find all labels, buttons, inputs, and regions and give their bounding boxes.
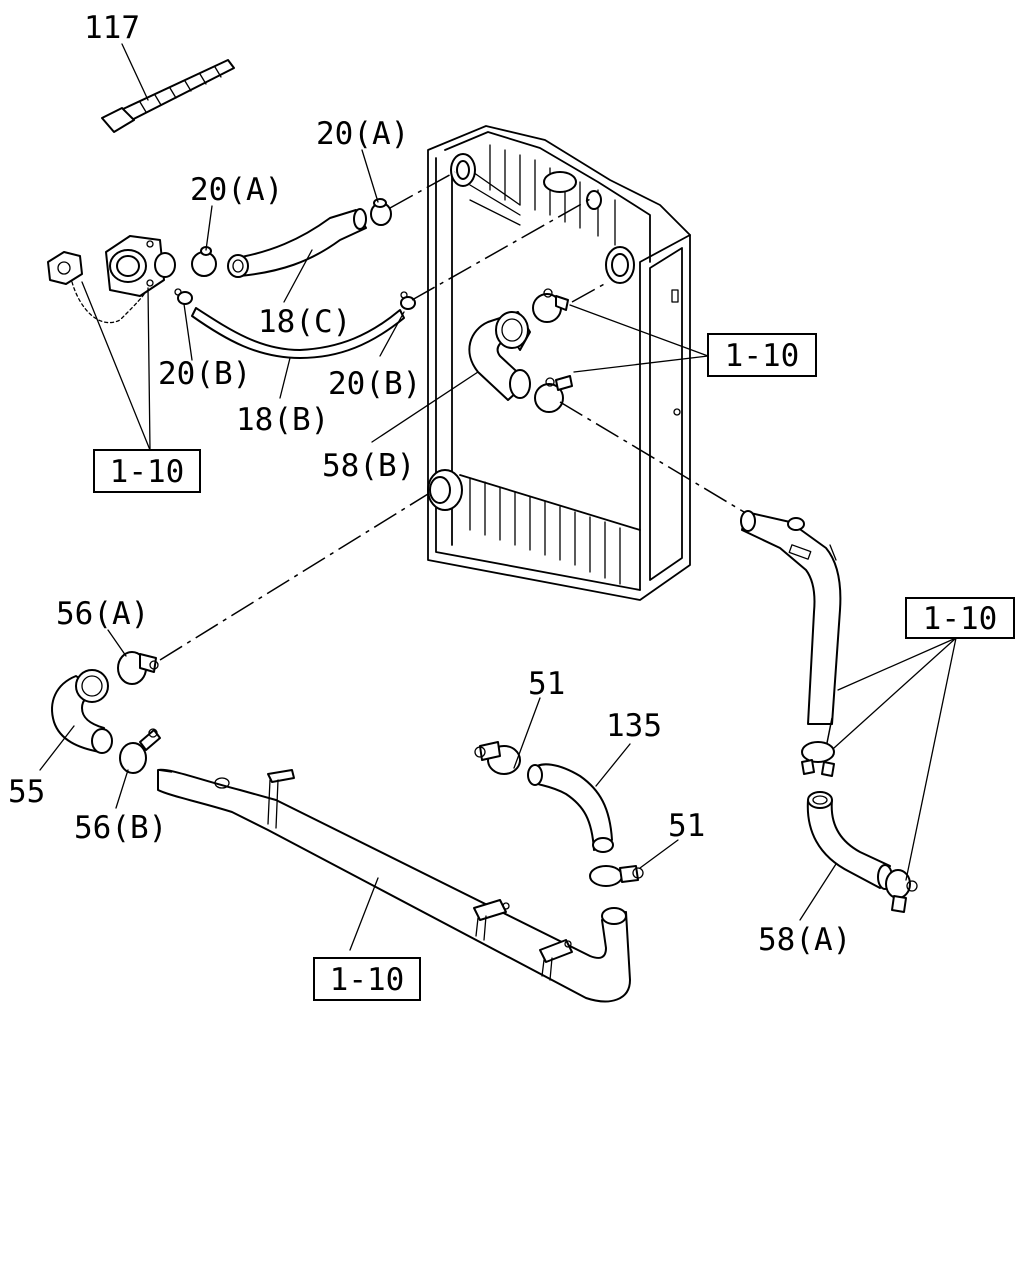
label-55: 55 [8,774,45,810]
clamp-20b-left [174,288,193,305]
lower-coolant-pipe [157,768,631,1003]
clamp-58a [885,869,918,913]
clamp-56b [119,728,161,774]
clamp-56a [117,651,159,685]
clamp-20a-upper [370,198,392,226]
ref-box-right-upper-label: 1-10 [725,338,800,374]
clamp-20b-right [400,291,416,310]
hose-18b [191,307,405,359]
clamp-right-mid [801,741,835,777]
label-56b: 56(B) [74,810,167,846]
clamp-lower-58b [534,375,573,413]
clamp-51-bottom [589,865,644,887]
cable-tie-117 [101,59,235,133]
label-20b-right: 20(B) [328,366,421,402]
label-20a-top: 20(A) [316,116,409,152]
label-18c: 18(C) [258,304,351,340]
filler-cap-assembly [47,235,176,324]
label-51-top: 51 [528,666,565,702]
label-135: 135 [606,708,662,744]
radiator [427,125,691,601]
ref-box-right-mid: 1-10 [905,597,1015,639]
right-coolant-pipe [740,510,842,725]
clamp-51-top [474,741,521,775]
label-58a: 58(A) [758,922,851,958]
ref-box-right-mid-label: 1-10 [923,601,998,637]
ref-box-right-upper: 1-10 [707,333,817,377]
ref-box-bottom-label: 1-10 [330,962,405,998]
label-20a-left: 20(A) [190,172,283,208]
clamp-20a-left [191,246,217,277]
label-58b: 58(B) [322,448,415,484]
label-20b-left: 20(B) [158,356,251,392]
clamp-upper-58b [532,288,569,323]
ref-box-bottom: 1-10 [313,957,421,1001]
ref-box-left-label: 1-10 [110,454,185,490]
hose-58a [806,791,893,890]
label-56a: 56(A) [56,596,149,632]
hose-135 [527,763,614,853]
hose-55 [51,669,113,754]
assembly-center-lines [157,171,833,773]
label-117: 117 [84,10,140,46]
label-51-right: 51 [668,808,705,844]
ref-box-left: 1-10 [93,449,201,493]
hose-58b [468,311,531,401]
label-18b: 18(B) [236,402,329,438]
leader-lines [39,43,957,951]
hose-18c [227,208,367,278]
